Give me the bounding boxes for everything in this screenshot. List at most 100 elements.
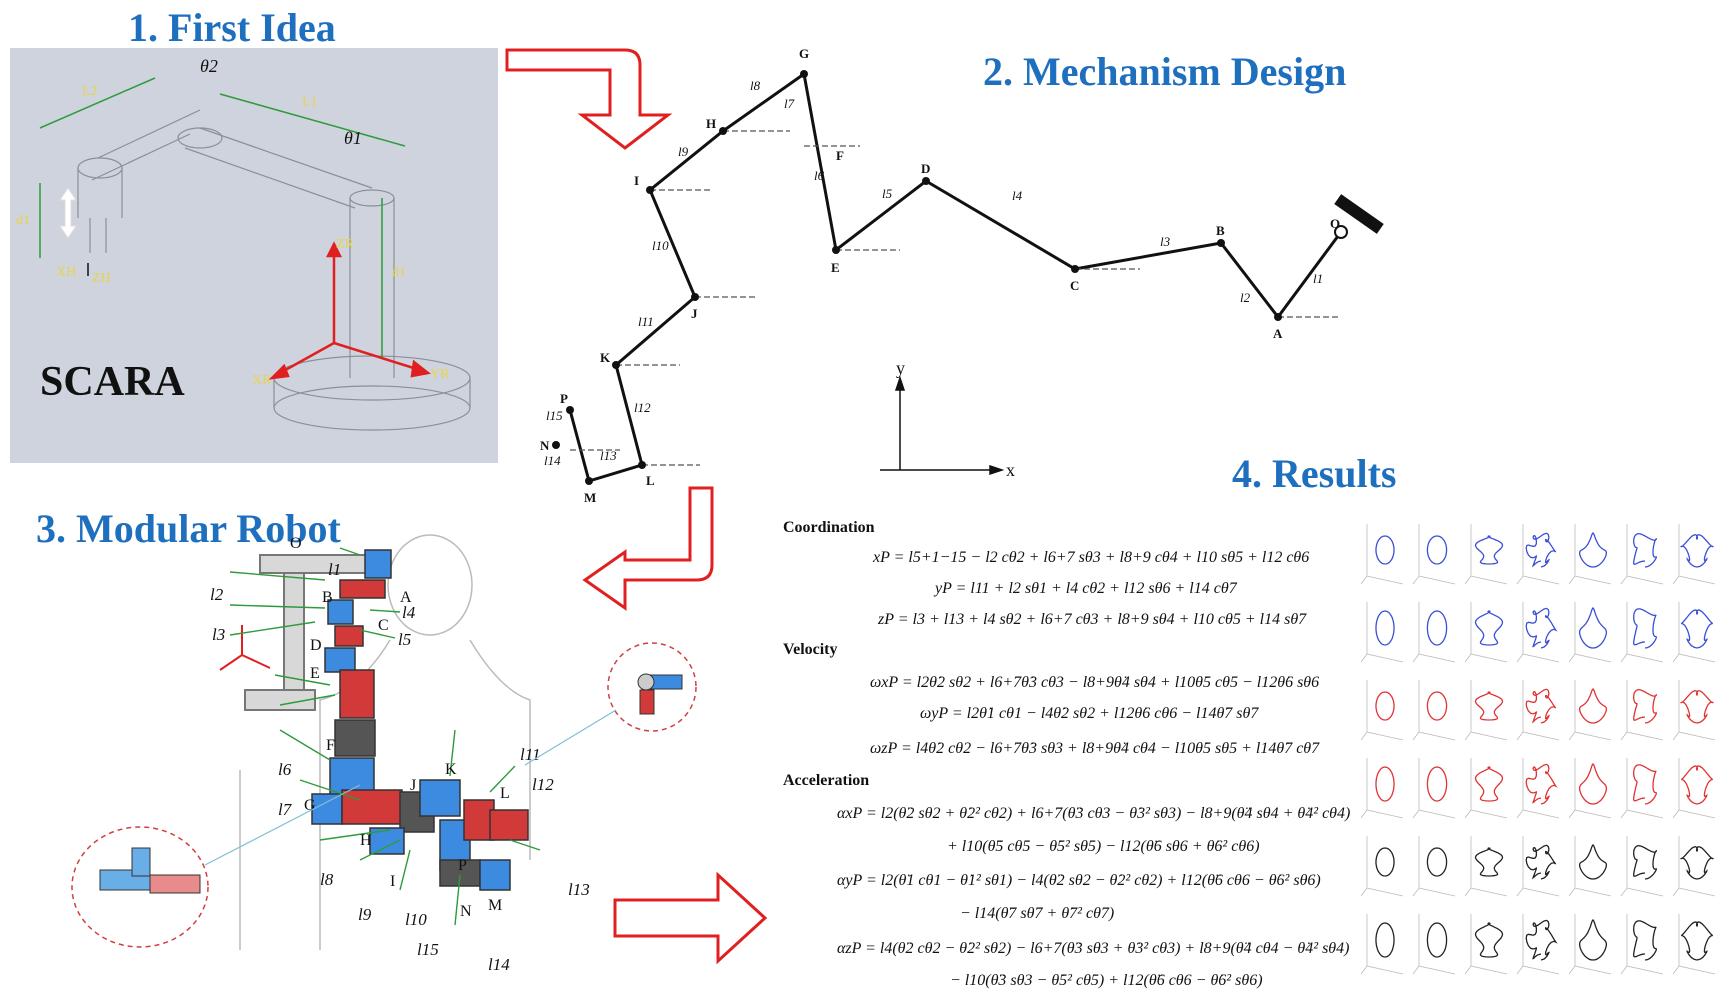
result-thumbnail	[1568, 524, 1612, 585]
result-thumbnail	[1464, 602, 1508, 663]
result-thumbnail	[1672, 914, 1716, 975]
robot-link-l6: l6	[278, 760, 292, 779]
scara-title: SCARA	[40, 359, 185, 405]
joint-label-J: J	[691, 306, 698, 321]
result-thumbnail	[1360, 758, 1404, 819]
joint-label-M: M	[584, 490, 596, 505]
robot-link-l4: l4	[402, 603, 416, 622]
acceleration-title: Acceleration	[783, 772, 870, 789]
robot-label-A: A	[400, 589, 412, 606]
result-thumbnail	[1464, 836, 1508, 897]
label-XR: XR	[252, 373, 272, 388]
result-thumbnail	[1412, 524, 1456, 585]
heading-modular-robot: 3. Modular Robot	[36, 506, 341, 551]
result-thumbnail	[1620, 524, 1664, 585]
robot-label-N: N	[460, 903, 472, 920]
joint-label-D: D	[921, 161, 930, 176]
label-ZR: ZR	[336, 237, 355, 252]
robot-label-K: K	[445, 761, 457, 778]
result-thumbnail	[1568, 758, 1612, 819]
result-thumbnail	[1620, 602, 1664, 663]
joint-label-A: A	[1273, 326, 1283, 341]
joint-label-B: B	[1216, 223, 1225, 238]
robot-label-M: M	[488, 897, 502, 914]
result-thumbnail	[1672, 680, 1716, 741]
robot-link-l5: l5	[398, 630, 411, 649]
robot-label-P: P	[458, 857, 467, 874]
mech-link-l7: l7	[784, 96, 795, 111]
joint-label-O: O	[1330, 216, 1340, 231]
label-theta2: θ2	[200, 56, 218, 76]
mech-link-l1: l1	[1313, 271, 1323, 286]
result-thumbnail	[1464, 680, 1508, 741]
result-thumbnail	[1672, 602, 1716, 663]
robot-label-F: F	[326, 737, 335, 754]
result-thumbnail	[1412, 602, 1456, 663]
robot-link-l3: l3	[212, 625, 225, 644]
robot-link-l14: l14	[488, 955, 510, 974]
robot-label-J: J	[410, 777, 416, 794]
robot-label-D: D	[310, 637, 322, 654]
result-thumbnail	[1412, 914, 1456, 975]
label-YR: YR	[430, 367, 450, 382]
equation-zp: zP = l3 + l13 + l4 sθ2 + l6+7 cθ3 + l8+9…	[878, 611, 1307, 628]
result-thumbnail	[1360, 602, 1404, 663]
mech-link-l11: l11	[638, 314, 654, 329]
equation-azp-1: αzP = l4(θ̈2 cθ2 − θ̇2² sθ2) − l6+7(θ̈3 …	[837, 940, 1350, 957]
result-thumbnail	[1464, 524, 1508, 585]
result-thumbnail	[1516, 680, 1560, 741]
equation-wxp: ωxP = l2θ̇2 sθ2 + l6+7θ̇3 cθ3 − l8+9θ̇4 …	[870, 674, 1320, 691]
robot-link-l15: l15	[417, 940, 439, 959]
mech-link-l3: l3	[1160, 234, 1171, 249]
mech-link-l10: l10	[652, 238, 669, 253]
equation-ayp-2: − l14(θ̈7 sθ7 + θ̇7² cθ7)	[960, 905, 1115, 922]
robot-link-l10: l10	[405, 910, 427, 929]
joint-label-N: N	[540, 438, 550, 453]
scara-drawing: L2 L1 d1 d1 ZR XR YR XH ZH θ2 θ1	[16, 56, 471, 431]
robot-label-E: E	[310, 665, 320, 682]
equation-yp: yP = l11 + l2 sθ1 + l4 cθ2 + l12 sθ6 + l…	[935, 580, 1237, 597]
robot-label-C: C	[378, 617, 389, 634]
result-thumbnail	[1620, 758, 1664, 819]
robot-label-I: I	[390, 873, 395, 890]
equation-axp-1: αxP = l2(θ̈2 sθ2 + θ̇2² cθ2) + l6+7(θ̈3 …	[837, 805, 1351, 822]
result-thumbnail	[1620, 914, 1664, 975]
equation-xp: xP = l5+1−15 − l2 cθ2 + l6+7 sθ3 + l8+9 …	[873, 549, 1310, 566]
result-thumbnail	[1360, 836, 1404, 897]
result-thumbnail	[1412, 836, 1456, 897]
arrow-1-to-2	[505, 48, 673, 150]
heading-results: 4. Results	[1232, 451, 1397, 496]
robot-label-B: B	[322, 589, 333, 606]
axis-y-label: y	[896, 358, 905, 378]
equation-wyp: ωyP = l2θ̇1 cθ1 − l4θ̇2 sθ2 + l12θ̇6 cθ6…	[920, 705, 1259, 722]
result-thumbnail	[1568, 602, 1612, 663]
label-XH: XH	[56, 265, 76, 280]
label-L1: L1	[302, 95, 318, 110]
result-thumbnail	[1360, 914, 1404, 975]
result-thumbnail	[1672, 524, 1716, 585]
equation-ayp-1: αyP = l2(θ̈1 cθ1 − θ̇1² sθ1) − l4(θ̈2 sθ…	[837, 872, 1321, 889]
modular-robot-drawing: O A B C D E F G H I J K L M N P l1 l2 l3…	[71, 534, 697, 974]
joint-label-K: K	[600, 350, 611, 365]
joint-label-H: H	[706, 116, 716, 131]
scara-panel: L2 L1 d1 d1 ZR XR YR XH ZH θ2 θ1 SCARA	[10, 48, 498, 463]
robot-label-O: O	[290, 535, 302, 552]
robot-label-L: L	[500, 785, 510, 802]
result-thumbnail	[1516, 836, 1560, 897]
result-thumbnail	[1464, 914, 1508, 975]
joint-label-G: G	[799, 46, 809, 61]
robot-link-l8: l8	[320, 870, 334, 889]
mech-link-l5: l5	[882, 186, 893, 201]
result-thumbnail	[1412, 680, 1456, 741]
arrow-2-to-3	[582, 486, 714, 611]
robot-link-l12: l12	[532, 775, 554, 794]
equation-azp-2: − l10(θ̈3 sθ3 − θ̇5² cθ5) + l12(θ̈6 cθ6 …	[950, 972, 1263, 989]
result-thumbnail	[1412, 758, 1456, 819]
result-thumbnail	[1568, 680, 1612, 741]
label-L2: L2	[82, 84, 98, 99]
result-thumbnail	[1620, 680, 1664, 741]
equation-wzp: ωzP = l4θ̇2 cθ2 − l6+7θ̇3 sθ3 + l8+9θ̇4 …	[870, 740, 1320, 757]
result-thumbnail	[1516, 602, 1560, 663]
mech-link-l13: l13	[600, 448, 617, 463]
